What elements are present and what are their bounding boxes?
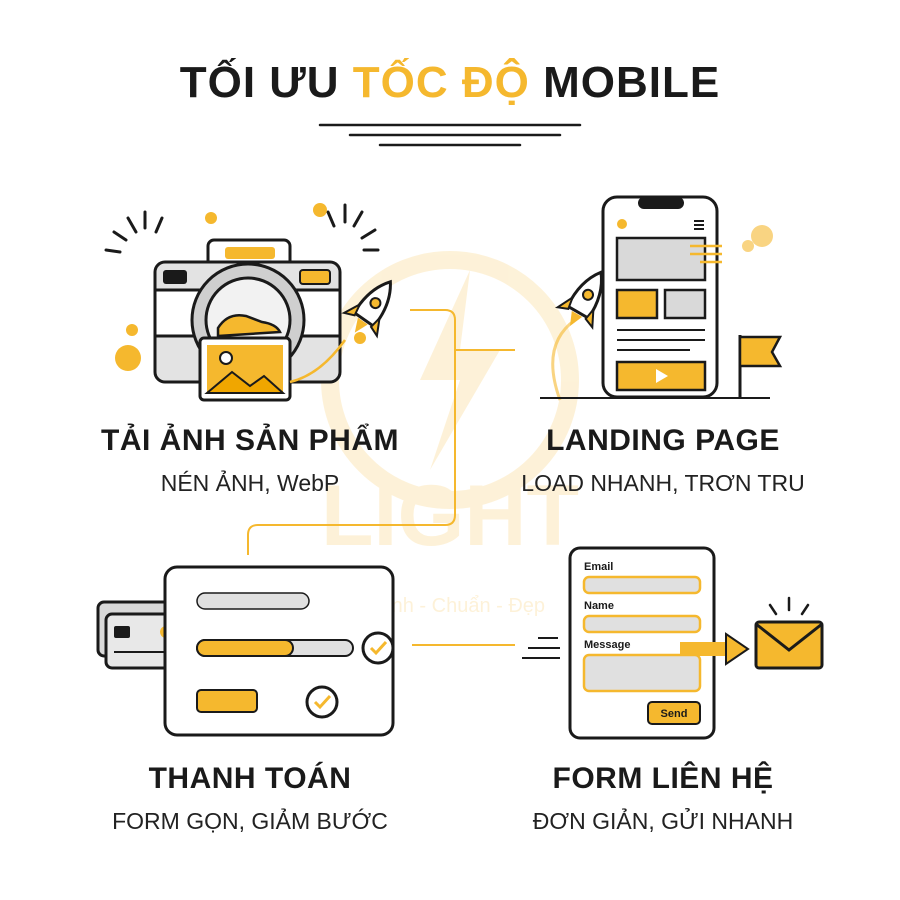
- rocket-2-icon: [554, 270, 603, 331]
- camera-sparkle-left-icon: [104, 210, 164, 254]
- watermark-tagline: Nhanh - Chuẩn - Đẹp: [355, 595, 545, 617]
- connector-lines: [247, 309, 515, 646]
- check-2-icon: [305, 685, 339, 719]
- rocket-icon: [341, 279, 392, 339]
- section-contact-form: FORM LIÊN HỆ ĐƠN GIẢN, GỬI NHANH: [463, 762, 863, 835]
- contact-form-icon: Email Name Message Send: [522, 546, 824, 740]
- email-label: Email: [584, 561, 613, 573]
- camera-icon: [104, 203, 392, 402]
- watermark-text: LIGHT: [321, 468, 579, 564]
- flag-icon: [738, 335, 783, 398]
- smartphone-icon: [540, 195, 783, 401]
- section-subtitle: LOAD NHANH, TRƠN TRU: [521, 470, 805, 496]
- page-title: TỐI ƯU TỐC ĐỘ MOBILE: [0, 58, 900, 108]
- section-subtitle: NÉN ẢNH, WebP: [160, 470, 340, 496]
- section-title: LANDING PAGE: [546, 424, 780, 457]
- section-title: THANH TOÁN: [148, 762, 352, 795]
- send-button-label: Send: [661, 708, 688, 720]
- section-title: FORM LIÊN HỆ: [552, 762, 774, 795]
- title-part-2: TỐC ĐỘ: [352, 58, 530, 107]
- title-part-3: MOBILE: [543, 58, 721, 107]
- speed-lines-2: [522, 637, 560, 659]
- arrow-right-icon: [725, 632, 750, 666]
- title-underline: [318, 123, 582, 147]
- title-part-1: TỐI ƯU: [179, 58, 340, 107]
- payment-form-icon: [96, 565, 395, 737]
- watermark-logo: LIGHT Nhanh - Chuẩn - Đẹp: [321, 251, 579, 617]
- section-landing-page: LANDING PAGE LOAD NHANH, TRƠN TRU: [463, 424, 863, 497]
- section-subtitle: ĐƠN GIẢN, GỬI NHANH: [532, 808, 794, 834]
- section-title: TẢI ẢNH SẢN PHẨM: [101, 424, 399, 457]
- play-icon: [656, 369, 668, 383]
- message-label: Message: [584, 639, 630, 651]
- section-payment: THANH TOÁN FORM GỌN, GIẢM BƯỚC: [50, 762, 450, 835]
- menu-icon: [694, 220, 704, 230]
- check-icon: [361, 631, 395, 665]
- section-subtitle: FORM GỌN, GIẢM BƯỚC: [112, 808, 388, 834]
- name-label: Name: [584, 600, 614, 612]
- speed-lines: [690, 244, 722, 264]
- section-product-images: TẢI ẢNH SẢN PHẨM NÉN ẢNH, WebP: [50, 424, 450, 497]
- envelope-icon: [754, 596, 824, 670]
- camera-sparkle-right-icon: [326, 203, 380, 252]
